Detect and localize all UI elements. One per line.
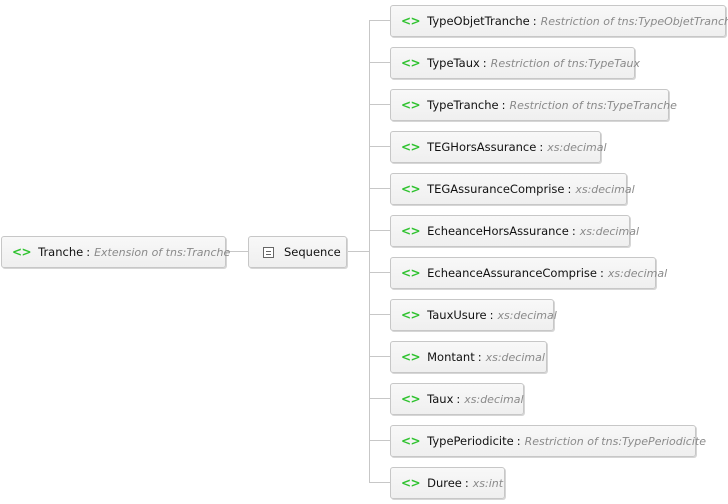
element-duree[interactable]: <> Duree:xs:int: [390, 467, 505, 499]
element-icon: <>: [401, 182, 421, 196]
child-connector: [369, 440, 390, 441]
element-name: Montant: [427, 350, 475, 364]
child-connector: [369, 356, 390, 357]
element-icon: <>: [401, 266, 421, 280]
element-teghorsassurance[interactable]: <> TEGHorsAssurance:xs:decimal: [390, 131, 607, 163]
element-icon: <>: [401, 308, 421, 322]
element-taux[interactable]: <> Taux:xs:decimal: [390, 383, 524, 415]
element-type: Restriction of tns:TypeTranche: [509, 98, 677, 112]
element-icon: <>: [401, 434, 421, 448]
element-icon: <>: [401, 392, 421, 406]
root-element-tranche[interactable]: <> Tranche : Extension of tns:Tranche: [1, 236, 230, 268]
element-type: xs:decimal: [575, 182, 635, 196]
element-type: xs:decimal: [547, 140, 607, 154]
element-icon: <>: [401, 350, 421, 364]
element-type: xs:decimal: [464, 392, 524, 406]
element-separator: :: [482, 56, 487, 70]
element-separator: :: [571, 224, 576, 238]
element-icon: <>: [401, 98, 421, 112]
element-icon: <>: [401, 224, 421, 238]
element-separator: :: [456, 392, 461, 406]
element-echeancehorsassurance[interactable]: <> EcheanceHorsAssurance:xs:decimal: [390, 215, 639, 247]
sequence-label: Sequence: [284, 245, 341, 259]
element-type: xs:decimal: [579, 224, 640, 238]
element-type: xs:int: [472, 476, 504, 490]
child-connector: [369, 398, 390, 399]
element-separator: :: [532, 14, 537, 28]
element-icon: <>: [12, 245, 32, 259]
element-name: TypeObjetTranche: [427, 14, 530, 28]
element-type: Extension of tns:Tranche: [94, 245, 231, 259]
element-type: Restriction of tns:TypePeriodicite: [524, 434, 706, 448]
element-separator: :: [599, 266, 604, 280]
element-separator: :: [489, 308, 494, 322]
element-icon: <>: [401, 140, 421, 154]
element-type: Restriction of tns:TypeObjetTranche: [540, 14, 728, 28]
child-connector: [369, 104, 390, 105]
child-connector: [369, 482, 390, 483]
element-typetranche[interactable]: <> TypeTranche:Restriction of tns:TypeTra…: [390, 89, 677, 121]
element-montant[interactable]: <> Montant:xs:decimal: [390, 341, 547, 373]
sequence-node[interactable]: Sequence: [248, 236, 347, 268]
child-connector: [369, 62, 390, 63]
element-separator: :: [464, 476, 469, 490]
root-to-sequence-connector: [226, 251, 248, 252]
element-separator: :: [477, 350, 482, 364]
element-name: TEGHorsAssurance: [427, 140, 537, 154]
element-name: Taux: [427, 392, 454, 406]
children-spine: [369, 20, 370, 483]
element-name: TypeTranche: [427, 98, 499, 112]
child-connector: [369, 20, 390, 21]
element-separator: :: [516, 434, 521, 448]
element-name: EcheanceHorsAssurance: [427, 224, 569, 238]
element-icon: <>: [401, 56, 421, 70]
child-connector: [369, 314, 390, 315]
element-name: Duree: [427, 476, 462, 490]
element-icon: <>: [401, 14, 421, 28]
element-type: Restriction of tns:TypeTaux: [490, 56, 640, 70]
sequence-to-spine-connector: [347, 251, 369, 252]
element-echeanceassurancecomprise[interactable]: <> EcheanceAssuranceComprise:xs:decimal: [390, 257, 667, 289]
child-connector: [369, 272, 390, 273]
element-typeobjettranche[interactable]: <> TypeObjetTranche:Restriction of tns:Ty…: [390, 5, 728, 37]
element-name: TypeTaux: [427, 56, 480, 70]
element-typeperiodicite[interactable]: <> TypePeriodicite:Restriction of tns:Typ…: [390, 425, 706, 457]
element-icon: <>: [401, 476, 421, 490]
element-type: xs:decimal: [485, 350, 545, 364]
child-connector: [369, 146, 390, 147]
element-name: TauxUsure: [427, 308, 487, 322]
element-separator: :: [567, 182, 572, 196]
element-separator: :: [86, 245, 91, 259]
element-separator: :: [501, 98, 506, 112]
element-name: TEGAssuranceComprise: [427, 182, 565, 196]
element-tauxusure[interactable]: <> TauxUsure:xs:decimal: [390, 299, 557, 331]
element-typetaux[interactable]: <> TypeTaux:Restriction of tns:TypeTaux: [390, 47, 640, 79]
child-connector: [369, 188, 390, 189]
element-name: TypePeriodicite: [427, 434, 514, 448]
element-type: xs:decimal: [607, 266, 668, 280]
element-type: xs:decimal: [497, 308, 557, 322]
element-separator: :: [539, 140, 544, 154]
element-name: EcheanceAssuranceComprise: [427, 266, 597, 280]
element-name: Tranche: [38, 245, 84, 259]
element-tegassurancecomprise[interactable]: <> TEGAssuranceComprise:xs:decimal: [390, 173, 635, 205]
child-connector: [369, 230, 390, 231]
sequence-icon: [263, 246, 274, 258]
